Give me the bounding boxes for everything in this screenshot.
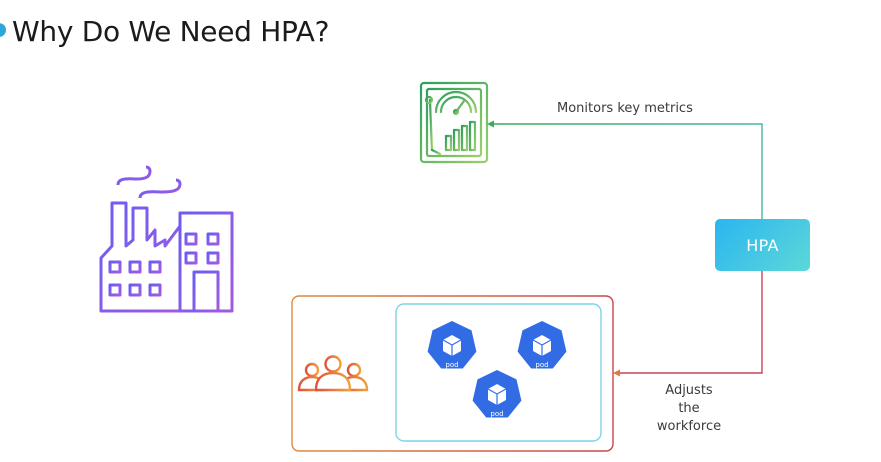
pod-label: pod (490, 410, 503, 418)
monitors-label: Monitors key metrics (557, 101, 693, 116)
pods-container (395, 303, 602, 442)
title-bullet (0, 23, 6, 37)
adjusts-connector (613, 271, 763, 377)
hpa-node: HPA (715, 219, 810, 271)
page-title: Why Do We Need HPA? (12, 15, 330, 48)
pod-icon: pod (472, 370, 522, 418)
pod-label: pod (535, 361, 548, 369)
workforce-box (291, 295, 614, 452)
factory-icon (99, 165, 234, 313)
pod-label: pod (445, 361, 458, 369)
monitors-arrowhead (487, 120, 494, 128)
adjusts-label: Adjusts the workforce (656, 383, 722, 434)
adjusts-arrowhead (613, 369, 620, 377)
workers-group-icon (297, 355, 369, 392)
metrics-dashboard-icon (419, 81, 489, 164)
pod-icon: pod (517, 321, 567, 369)
pod-icon: pod (427, 321, 477, 369)
monitors-connector (487, 120, 763, 219)
